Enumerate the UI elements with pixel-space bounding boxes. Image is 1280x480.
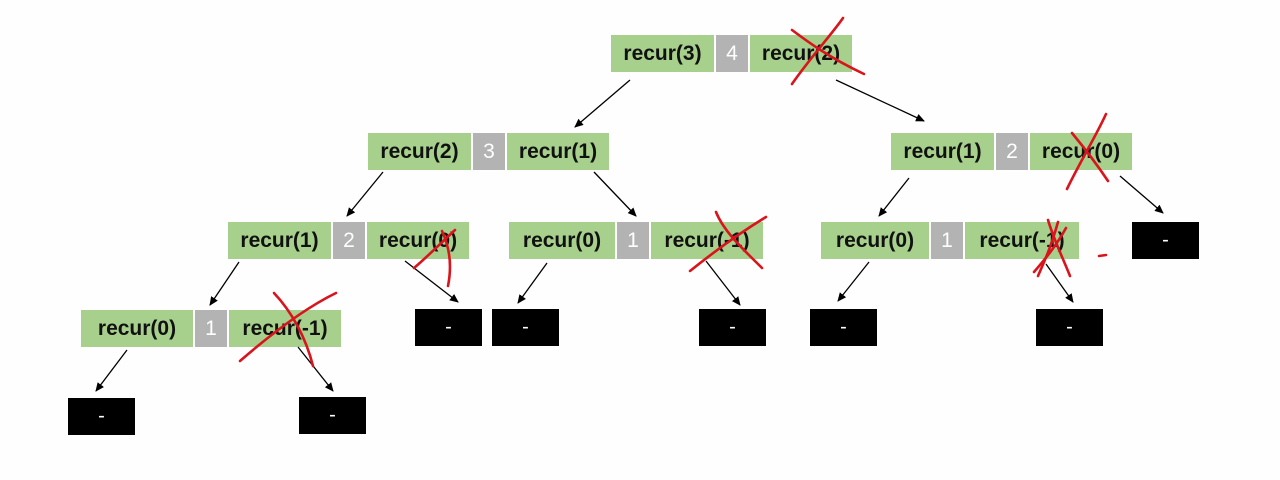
node-value: 2 (333, 222, 365, 259)
arrow (574, 79, 631, 128)
arrow (705, 260, 741, 306)
base-case-leaf: - (68, 398, 135, 435)
arrow (878, 177, 910, 217)
call-left: recur(0) (821, 222, 929, 259)
arrow (1045, 263, 1074, 303)
call-right: recur(0) (1030, 133, 1132, 170)
call-right: recur(-1) (651, 222, 763, 259)
call-right: recur(0) (367, 222, 469, 259)
base-case-leaf: - (1036, 309, 1103, 346)
node-value: 1 (617, 222, 649, 259)
node-recur-0-right: recur(0) 1 recur(-1) (821, 222, 1079, 259)
call-left: recur(1) (228, 222, 331, 259)
arrow (346, 171, 384, 217)
node-value: 1 (931, 222, 963, 259)
base-case-leaf: - (299, 397, 366, 434)
arrow (835, 79, 925, 122)
call-left: recur(0) (81, 310, 193, 347)
base-case-leaf: - (810, 309, 877, 346)
cross-mark (1097, 253, 1108, 258)
node-value: 3 (473, 133, 505, 170)
node-value: 4 (716, 35, 748, 72)
node-recur-2: recur(2) 3 recur(1) (368, 133, 609, 170)
base-case-leaf: - (415, 309, 482, 346)
call-right: recur(-1) (965, 222, 1079, 259)
arrow (593, 171, 637, 217)
arrow (297, 346, 334, 392)
node-recur-0-mid: recur(0) 1 recur(-1) (509, 222, 763, 259)
arrow (1119, 175, 1164, 214)
base-case-leaf: - (492, 309, 559, 346)
arrow (837, 261, 870, 302)
call-right: recur(2) (750, 35, 852, 72)
node-recur-1-right: recur(1) 2 recur(0) (891, 133, 1132, 170)
call-right: recur(1) (507, 133, 609, 170)
call-right: recur(-1) (229, 310, 341, 347)
call-left: recur(3) (611, 35, 714, 72)
arrow (517, 262, 548, 304)
node-recur-0-left: recur(0) 1 recur(-1) (81, 310, 341, 347)
call-left: recur(1) (891, 133, 994, 170)
call-left: recur(0) (509, 222, 615, 259)
arrow (209, 261, 240, 306)
call-left: recur(2) (368, 133, 471, 170)
arrow (404, 260, 459, 303)
base-case-leaf: - (699, 309, 766, 346)
arrow (95, 349, 128, 392)
node-value: 2 (996, 133, 1028, 170)
base-case-leaf: - (1132, 222, 1199, 259)
node-recur-1-left: recur(1) 2 recur(0) (228, 222, 469, 259)
node-recur-3: recur(3) 4 recur(2) (611, 35, 852, 72)
node-value: 1 (195, 310, 227, 347)
